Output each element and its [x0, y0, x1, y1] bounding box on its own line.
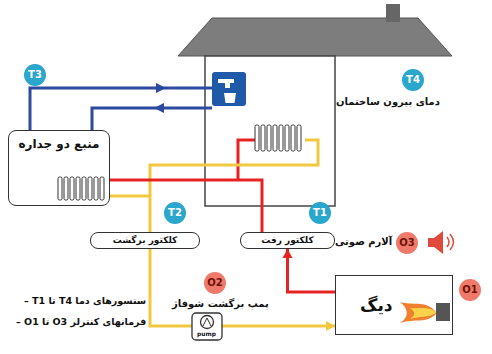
command-circle: O1: [459, 279, 481, 301]
tank-coil: [58, 177, 104, 200]
node-text: دیگ: [360, 295, 393, 315]
coil-fin: [64, 177, 68, 200]
node-text: O3: [399, 237, 414, 249]
faucet-icon: [212, 72, 246, 106]
collector-box: کلکتور رفت: [240, 232, 335, 249]
burner: [436, 303, 450, 321]
chimney: [386, 4, 400, 22]
text-label: دمای بیرون ساختمان: [336, 96, 440, 108]
coil-fin: [88, 177, 92, 200]
text-label: پمپ برگشت شوفاژ: [172, 298, 269, 310]
arrow-head: [326, 321, 335, 331]
pump-symbol: [192, 313, 222, 340]
sensor-circle: T2: [164, 202, 186, 224]
coil-fin: [76, 177, 80, 200]
sound-waves: [447, 234, 454, 250]
sensor-circle: T1: [309, 202, 331, 224]
speaker: [428, 238, 434, 247]
coil-fin: [82, 177, 86, 200]
glass: [224, 93, 236, 103]
coil-fin: [70, 177, 74, 200]
pump-symbol: [203, 318, 211, 326]
coil-fin: [94, 177, 98, 200]
pump-symbol: [201, 316, 214, 329]
radiator-fin: [285, 125, 289, 151]
command-circle: O3: [396, 232, 418, 254]
faucet: [218, 79, 234, 88]
pipe-connector: [110, 180, 262, 232]
node-text: T2: [168, 207, 182, 219]
collector-box: کلکتور برگشت: [90, 232, 200, 249]
flame-core: [410, 308, 436, 319]
tank-box: منبع دو جداره: [8, 130, 110, 206]
flow-arrow: [154, 103, 164, 113]
command-circle: O2: [204, 272, 226, 294]
node-text: O2: [207, 277, 222, 289]
sensor-circle: T4: [402, 69, 424, 91]
radiator-supply-pipe: [238, 140, 255, 180]
radiator-fin: [279, 125, 283, 151]
radiator-fin: [297, 125, 301, 151]
roof: [178, 18, 452, 56]
radiator-fin: [291, 125, 295, 151]
radiator-fin: [273, 125, 277, 151]
text-label: آلارم صوتی: [335, 236, 392, 248]
hot-water-pipe: [92, 108, 212, 130]
node-text: کلکتور رفت: [261, 235, 313, 246]
pipe-connector: [150, 249, 335, 326]
radiator-fin: [267, 125, 271, 151]
coil-fin: [58, 177, 62, 200]
node-text: O1: [462, 284, 477, 296]
coil-fin: [100, 177, 104, 200]
node-text: منبع دو جداره: [18, 137, 99, 151]
node-text: T1: [313, 207, 327, 219]
radiator: [255, 125, 301, 151]
radiator-fin: [255, 125, 259, 151]
text-label: – O1 تا O3 فرمانهای کنترلر: [16, 316, 146, 327]
speaker: [434, 231, 443, 254]
sensor-circle: T3: [24, 64, 46, 86]
house-wall: [205, 56, 335, 206]
pipe-connector: [110, 196, 150, 232]
pipe-connector: [288, 249, 336, 292]
node-text: کلکتور برگشت: [113, 235, 178, 246]
node-text: T4: [406, 74, 420, 86]
flame: [400, 302, 436, 323]
arrow-head: [283, 249, 293, 258]
text-label: – T1 تا T4 سنسورهای دما: [24, 295, 146, 306]
boiler-box: دیگ: [335, 275, 453, 335]
flow-arrow: [156, 83, 166, 93]
text-label: pump: [197, 330, 216, 337]
cold-water-pipe: [30, 88, 212, 130]
node-text: T3: [28, 69, 42, 81]
radiator-fin: [261, 125, 265, 151]
